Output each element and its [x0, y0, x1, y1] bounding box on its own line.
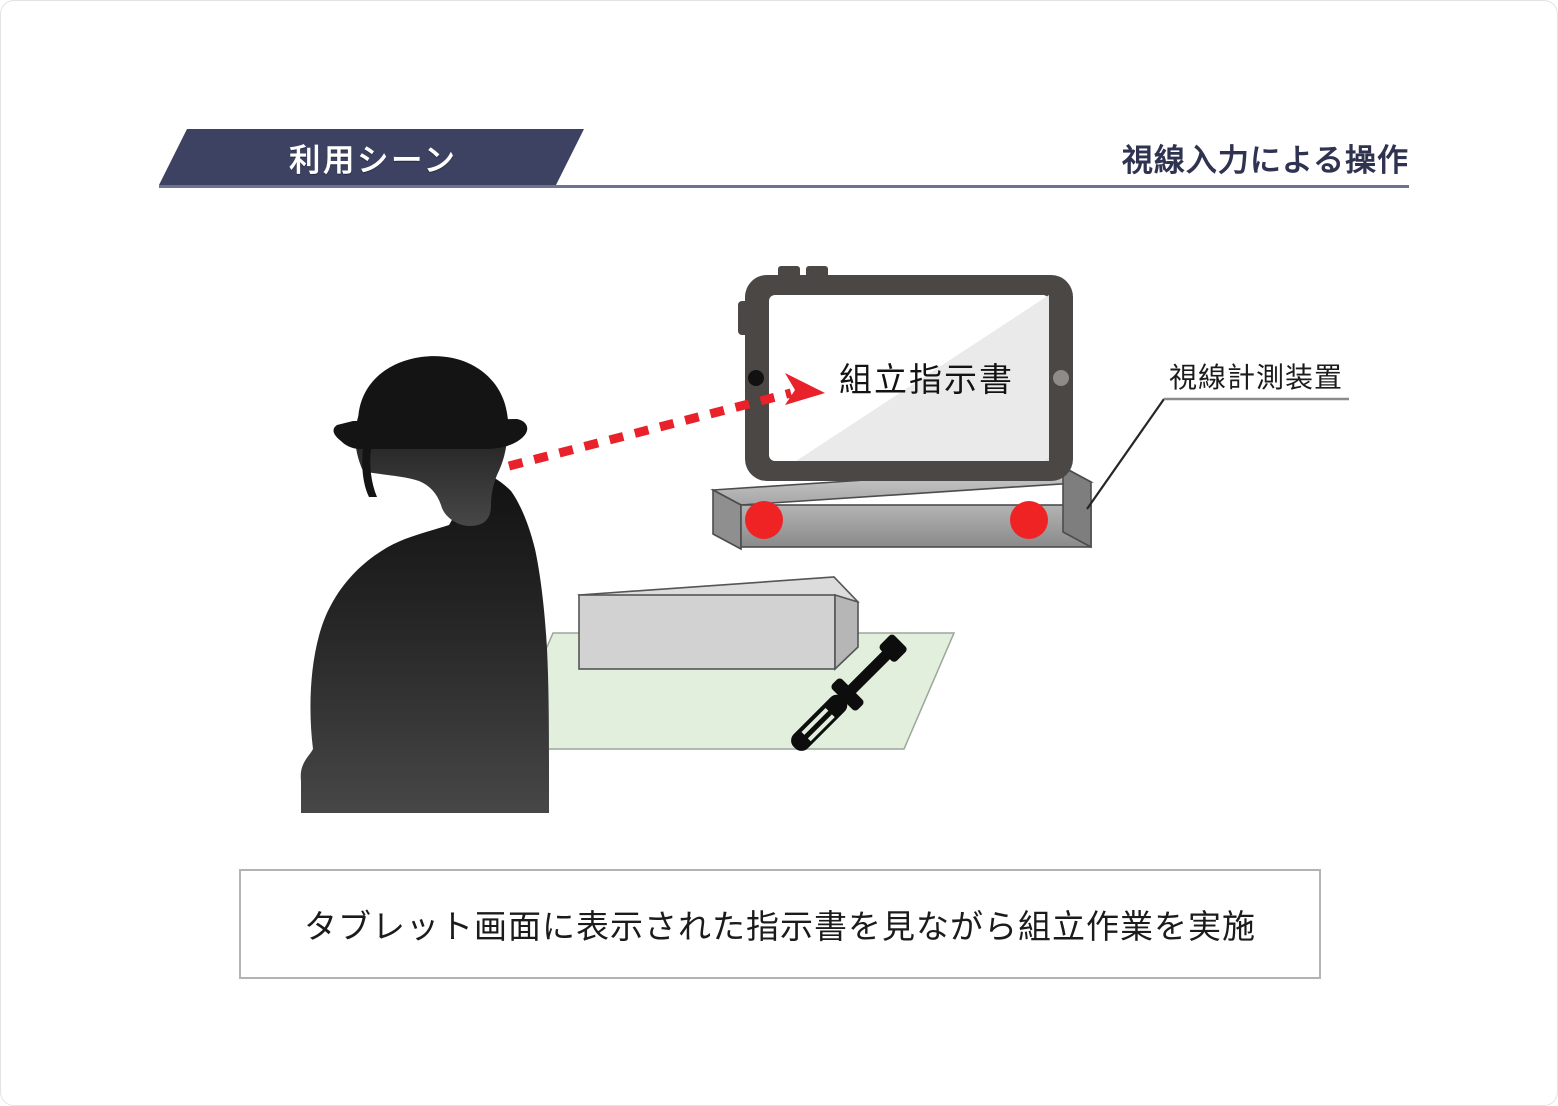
tablet-camera-icon	[748, 370, 764, 386]
caption-text: タブレット画面に表示された指示書を見ながら組立作業を実施	[304, 908, 1256, 945]
header-divider-rule	[159, 185, 1409, 188]
slide-header: 利用シーン 視線入力による操作	[159, 129, 1409, 191]
caption-box: タブレット画面に表示された指示書を見ながら組立作業を実施	[239, 869, 1321, 979]
screwdriver-icon	[791, 634, 907, 751]
worker-silhouette	[300, 356, 549, 813]
tablet-sensor-icon	[1053, 370, 1069, 386]
header-right-title: 視線入力による操作	[1121, 143, 1409, 178]
tracker-led-right	[1010, 501, 1048, 539]
eye-tracking-device	[710, 465, 1094, 551]
section-title-chip: 利用シーン	[159, 129, 584, 185]
tablet-screen-label: 組立指示書	[839, 361, 1014, 398]
tablet-device	[738, 266, 1073, 481]
gaze-line	[507, 373, 825, 471]
tracker-led-left	[745, 501, 783, 539]
gaze-arrowhead	[785, 373, 825, 405]
section-title-text: 利用シーン	[289, 142, 458, 178]
device-callout-label: 視線計測装置	[1169, 362, 1344, 393]
assembly-block	[577, 576, 860, 671]
screen-glare	[796, 295, 1049, 461]
callout-leader	[1086, 397, 1349, 510]
